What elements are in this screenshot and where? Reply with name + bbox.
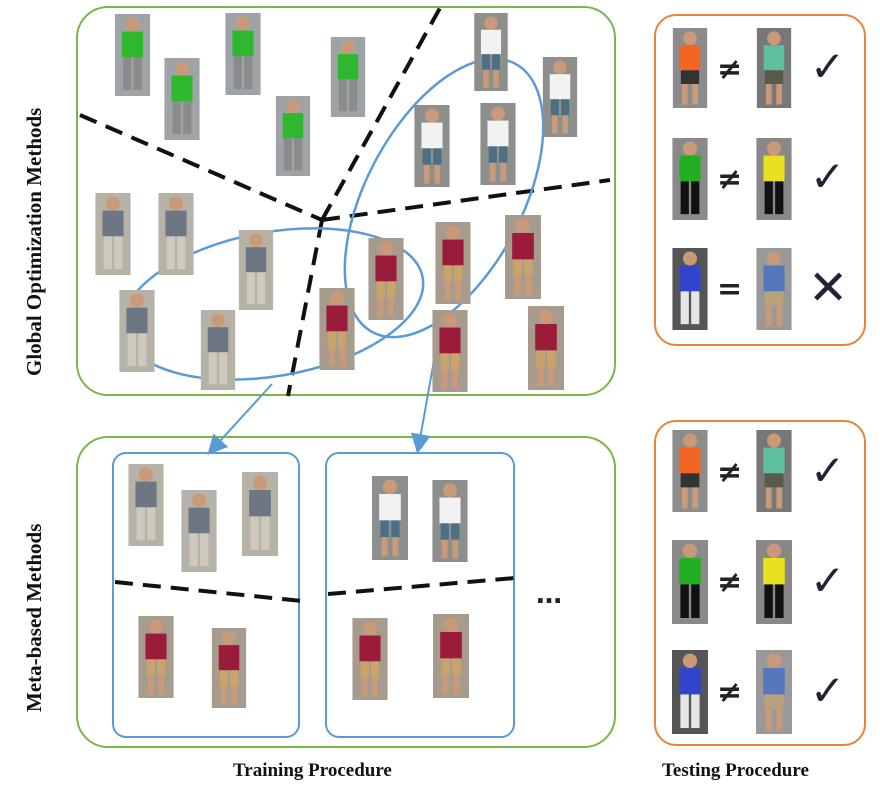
person-image: [128, 464, 164, 546]
person-image: [433, 614, 469, 698]
test-right-image: [756, 138, 792, 220]
person-image: [528, 306, 564, 390]
person-image: [352, 618, 388, 700]
test-right-image: [756, 248, 792, 330]
person-image: [432, 310, 468, 392]
cross-icon: ✕: [808, 260, 849, 316]
person-image: [181, 490, 217, 572]
check-icon: ✓: [810, 446, 846, 495]
test-left-image: [672, 650, 708, 734]
person-image: [435, 222, 471, 304]
person-image: [211, 628, 247, 708]
global-testing-panel: [654, 14, 866, 346]
person-image: [119, 290, 155, 372]
meta-testing-panel: [654, 420, 866, 746]
person-image: [242, 472, 278, 556]
boundary-line-1: [79, 113, 323, 222]
boundary-line-4: [286, 219, 324, 397]
testing-procedure-label: Testing Procedure: [662, 760, 809, 781]
person-image: [414, 105, 450, 187]
arrow-task-1: [207, 383, 273, 455]
meta-split-lines: [114, 576, 516, 603]
person-image: [319, 288, 355, 370]
meta-methods-panel: [76, 436, 616, 748]
not-equal-symbol: ≠: [717, 455, 743, 490]
not-equal-symbol: ≠: [717, 162, 743, 197]
person-image: [372, 476, 408, 560]
person-image: [275, 96, 311, 176]
person-image: [238, 230, 274, 310]
person-image: [225, 13, 261, 95]
test-left-image: [672, 540, 708, 624]
training-procedure-label: Training Procedure: [233, 760, 392, 781]
test-right-image: [756, 28, 792, 108]
equal-symbol: =: [717, 272, 743, 307]
check-icon: ✓: [810, 42, 846, 91]
person-image: [114, 14, 151, 96]
person-image: [138, 616, 174, 698]
test-left-image: [672, 138, 708, 220]
not-equal-symbol: ≠: [717, 565, 743, 600]
test-left-image: [672, 248, 708, 330]
test-right-image: [756, 540, 792, 624]
boundary-line-3: [321, 178, 611, 222]
person-image: [158, 193, 194, 275]
test-left-image: [672, 28, 708, 108]
check-icon: ✓: [810, 556, 846, 605]
person-image: [542, 57, 578, 137]
meta-task-box-1: [112, 452, 300, 738]
test-right-image: [756, 430, 792, 512]
not-equal-symbol: ≠: [717, 675, 743, 710]
person-image: [330, 37, 366, 117]
person-image: [164, 58, 200, 140]
more-tasks-ellipsis: …: [536, 580, 562, 610]
boundary-line-2: [320, 7, 442, 221]
check-icon: ✓: [810, 666, 846, 715]
test-right-image: [756, 650, 792, 734]
not-equal-symbol: ≠: [717, 52, 743, 87]
person-image: [505, 215, 541, 299]
test-left-image: [672, 430, 708, 512]
meta-split-line-2: [327, 576, 516, 596]
decision-boundaries: [79, 7, 611, 397]
person-image: [95, 193, 131, 275]
global-methods-panel: [76, 6, 616, 396]
person-image: [368, 238, 404, 320]
person-image: [432, 480, 468, 562]
person-image: [480, 103, 516, 185]
person-image: [200, 310, 236, 390]
person-image: [474, 13, 508, 91]
global-person-images: [95, 13, 578, 392]
meta-split-line-1: [114, 580, 303, 603]
check-icon: ✓: [810, 152, 846, 201]
